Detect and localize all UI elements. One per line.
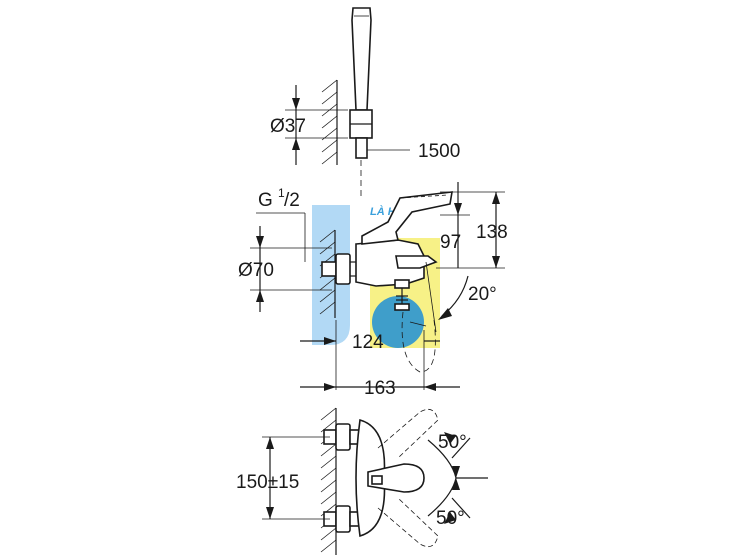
dim-spout-projection: 124 <box>300 320 440 390</box>
dim-holder-diameter: Ø37 <box>270 85 348 165</box>
wall-upper <box>321 79 338 165</box>
spout-projection-label: 124 <box>352 332 384 353</box>
shower-holder <box>349 109 373 159</box>
holder-diameter-label: Ø37 <box>270 116 306 137</box>
watermark-logo: LÀ HÀO <box>312 205 440 348</box>
thread-denominator: /2 <box>284 190 300 211</box>
dim-hose-length: 1500 <box>367 141 460 162</box>
angle-lower-label: 50° <box>436 508 465 529</box>
mixer-side-view <box>321 191 453 373</box>
hose-length-label: 1500 <box>418 141 460 162</box>
dim-heights: 97 138 <box>436 182 508 269</box>
hand-shower <box>351 7 372 111</box>
dim-total-projection: 163 <box>300 378 460 399</box>
mixer-front-view <box>323 408 488 548</box>
centres-label: 150±15 <box>236 472 299 493</box>
lever-height-label: 138 <box>476 222 508 243</box>
dim-rosette-diameter: Ø70 <box>238 226 332 312</box>
dim-centres: 150±15 <box>236 436 330 520</box>
thread-numerator: 1 <box>278 186 285 200</box>
thread-prefix: G <box>258 190 273 211</box>
total-projection-label: 163 <box>364 378 396 399</box>
spout-height-label: 97 <box>440 232 461 253</box>
rosette-diameter-label: Ø70 <box>238 260 274 281</box>
spout-angle-label: 20° <box>468 284 497 305</box>
dim-spout-angle: 20° <box>438 275 497 320</box>
angle-upper-label: 50° <box>438 432 467 453</box>
dim-thread: G 1 /2 <box>256 186 306 262</box>
